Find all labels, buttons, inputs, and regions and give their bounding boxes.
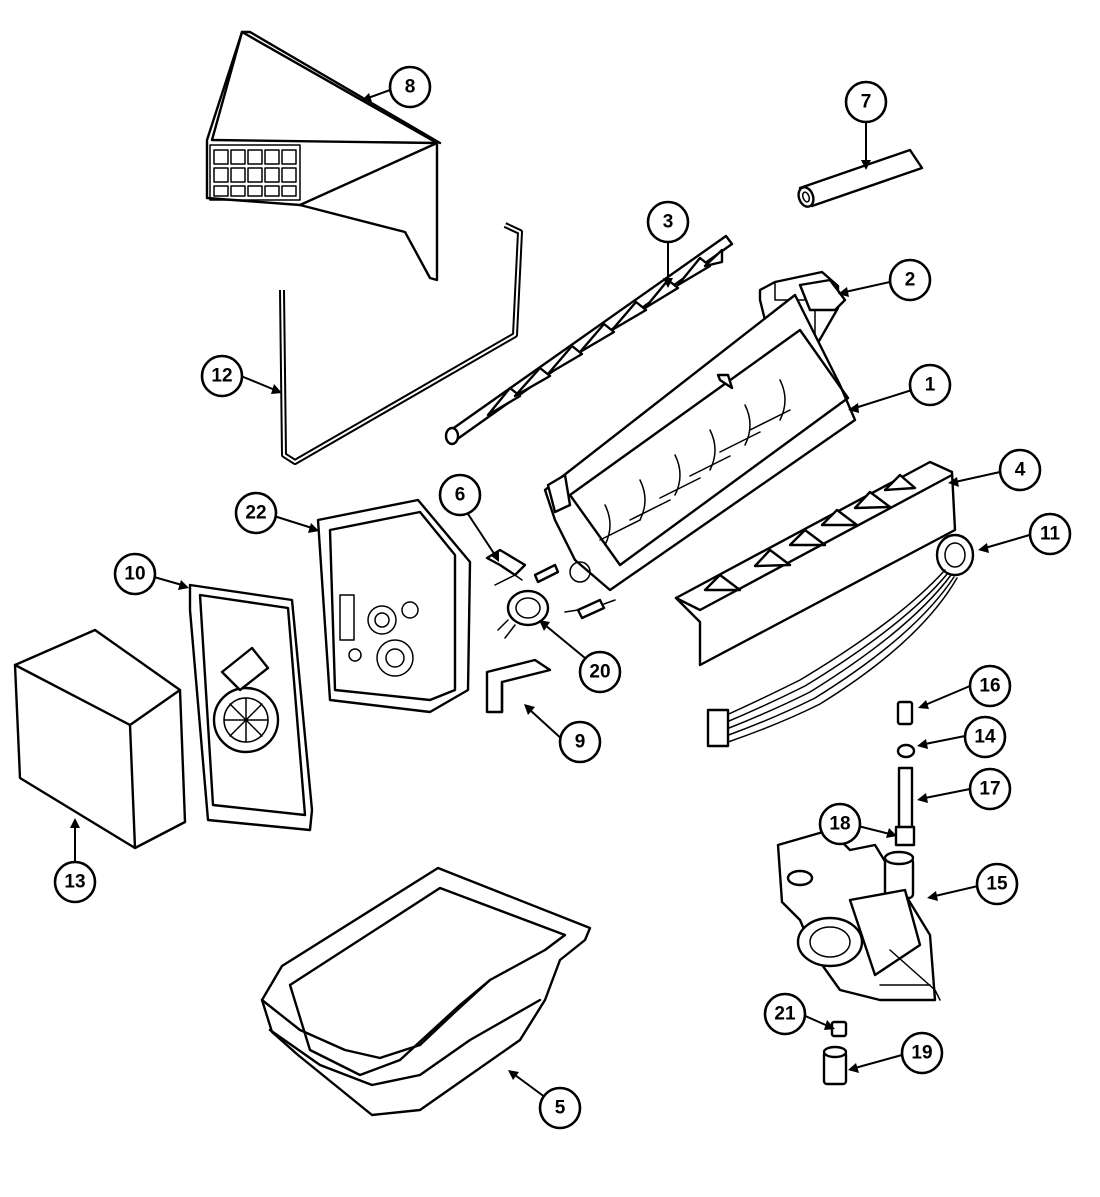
callout-label: 19 bbox=[911, 1043, 932, 1064]
callout-label: 14 bbox=[974, 727, 996, 748]
callout-label: 2 bbox=[905, 270, 916, 291]
callout-label: 6 bbox=[455, 485, 466, 506]
callout-label: 16 bbox=[979, 676, 1000, 697]
part-5-bin bbox=[260, 866, 592, 1117]
part-16-fitting bbox=[896, 700, 914, 726]
callout-20: 20 bbox=[578, 650, 622, 694]
part-20-thermostat bbox=[497, 589, 550, 639]
callout-16: 16 bbox=[968, 664, 1012, 708]
callout-13: 13 bbox=[53, 860, 97, 904]
callout-label: 11 bbox=[1040, 524, 1061, 545]
callout-22: 22 bbox=[234, 491, 278, 535]
callout-6: 6 bbox=[438, 473, 482, 517]
part-11-harness bbox=[706, 533, 975, 748]
callout-label: 15 bbox=[986, 874, 1008, 895]
callout-3: 3 bbox=[646, 200, 690, 244]
callout-2: 2 bbox=[888, 258, 932, 302]
part-8-chute bbox=[205, 30, 442, 282]
callout-1: 1 bbox=[908, 363, 952, 407]
callout-9: 9 bbox=[558, 720, 602, 764]
callout-label: 4 bbox=[1015, 460, 1026, 481]
callout-12: 12 bbox=[200, 354, 244, 398]
callout-label: 1 bbox=[925, 375, 936, 396]
part-terminals bbox=[533, 563, 616, 620]
part-7-tube bbox=[797, 148, 924, 208]
callout-19: 19 bbox=[900, 1031, 944, 1075]
callout-label: 8 bbox=[405, 77, 416, 98]
part-9-bracket bbox=[485, 658, 552, 714]
callout-10: 10 bbox=[113, 552, 157, 596]
callout-label: 17 bbox=[979, 779, 1000, 800]
part-19-fitting bbox=[822, 1045, 848, 1086]
callout-label: 3 bbox=[663, 212, 674, 233]
callout-14: 14 bbox=[963, 715, 1007, 759]
callout-7: 7 bbox=[844, 80, 888, 124]
callout-label: 18 bbox=[829, 814, 850, 835]
callout-label: 5 bbox=[555, 1098, 566, 1119]
callout-18: 18 bbox=[818, 802, 862, 846]
part-10-motor-plate bbox=[188, 583, 314, 832]
callout-4: 4 bbox=[998, 448, 1042, 492]
part-14-nut bbox=[896, 743, 916, 759]
part-15-valve bbox=[776, 828, 941, 1002]
callout-17: 17 bbox=[968, 767, 1012, 811]
part-12-bail-wire bbox=[279, 222, 523, 465]
callout-11: 11 bbox=[1028, 512, 1072, 556]
part-22-housing bbox=[316, 498, 472, 714]
callout-15: 15 bbox=[975, 862, 1019, 906]
part-4-cover bbox=[674, 460, 957, 667]
callout-label: 7 bbox=[861, 92, 872, 113]
callout-5: 5 bbox=[538, 1086, 582, 1130]
callout-label: 22 bbox=[245, 503, 266, 524]
callout-label: 10 bbox=[124, 564, 145, 585]
callout-label: 13 bbox=[64, 872, 85, 893]
callout-label: 9 bbox=[575, 732, 586, 753]
callout-label: 12 bbox=[211, 366, 232, 387]
callout-21: 21 bbox=[763, 992, 807, 1036]
callout-8: 8 bbox=[388, 65, 432, 109]
part-1-ice-mold bbox=[543, 278, 857, 592]
part-18-fitting bbox=[894, 825, 916, 847]
part-3-ejector bbox=[444, 234, 734, 446]
part-17-tube bbox=[897, 766, 914, 830]
part-13-box bbox=[13, 628, 187, 850]
callout-label: 21 bbox=[774, 1004, 796, 1025]
callout-label: 20 bbox=[589, 662, 610, 683]
